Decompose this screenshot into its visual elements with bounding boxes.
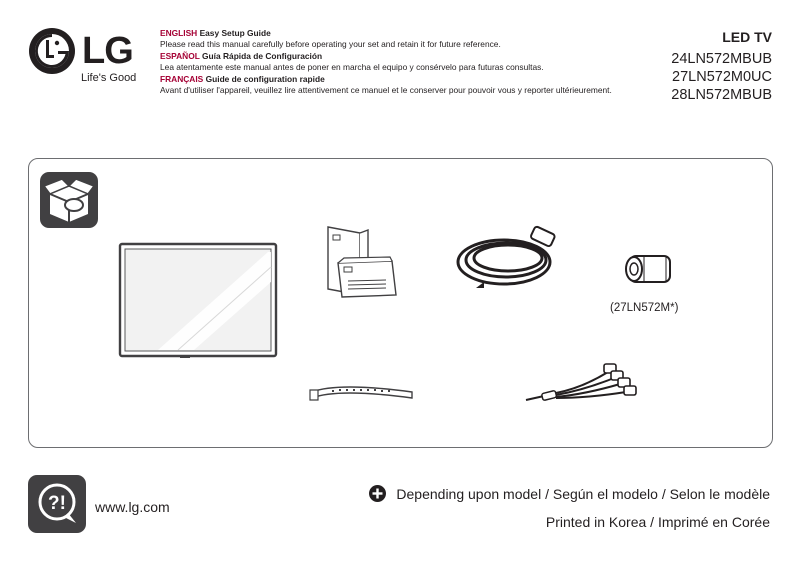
- components-box: [28, 158, 773, 448]
- power-cord-icon: [456, 225, 556, 288]
- language-label: ESPAÑOL: [160, 51, 200, 61]
- model-number: 27LN572M0UC: [672, 69, 772, 85]
- website-link[interactable]: www.lg.com: [95, 499, 170, 515]
- brand-name: LG: [82, 30, 134, 72]
- core-model-note: (27LN572M*): [610, 302, 679, 314]
- guide-name: Guía Rápida de Configuración: [202, 51, 323, 61]
- av-cable-icon: [525, 363, 637, 401]
- guide-title-fr: FRANÇAIS Guide de configuration rapide: [160, 74, 630, 85]
- guide-section: ENGLISH Easy Setup Guide Please read thi…: [160, 28, 630, 97]
- model-number: 24LN572MBUB: [671, 51, 772, 67]
- brand-slogan: Life's Good: [81, 72, 137, 84]
- printed-in: Printed in Korea / Imprimé en Corée: [545, 514, 770, 530]
- model-number: 28LN572MBUB: [671, 87, 772, 103]
- plus-circle-icon: [369, 485, 387, 502]
- lg-face-icon: [29, 28, 75, 74]
- language-label: ENGLISH: [160, 28, 198, 38]
- guide-title-en: ENGLISH Easy Setup Guide: [160, 28, 630, 39]
- ferrite-core-icon: [625, 255, 671, 283]
- guide-text-fr: Avant d'utiliser l'appareil, veuillez li…: [160, 85, 612, 95]
- guide-name: Easy Setup Guide: [199, 28, 271, 38]
- lg-logo: LG Life's Good: [28, 27, 146, 89]
- cable-tie-icon: [309, 386, 413, 401]
- tv-icon: [118, 242, 278, 358]
- language-label: FRANÇAIS: [160, 74, 204, 84]
- model-note: Depending upon model / Según el modelo /…: [369, 485, 770, 502]
- guide-title-es: ESPAÑOL Guía Rápida de Configuración: [160, 51, 630, 62]
- model-note-text: Depending upon model / Según el modelo /…: [396, 485, 770, 502]
- product-type: LED TV: [722, 29, 772, 45]
- package-contents-icon: [40, 172, 98, 228]
- model-list: LED TV 24LN572MBUB 27LN572M0UC 28LN572MB…: [671, 28, 772, 104]
- svg-text:?!: ?!: [48, 493, 66, 514]
- manuals-icon: [327, 226, 397, 298]
- question-bubble-icon: ?!: [28, 475, 86, 533]
- guide-text-es: Lea atentamente este manual antes de pon…: [160, 62, 544, 72]
- guide-name: Guide de configuration rapide: [205, 74, 325, 84]
- guide-text-en: Please read this manual carefully before…: [160, 39, 501, 49]
